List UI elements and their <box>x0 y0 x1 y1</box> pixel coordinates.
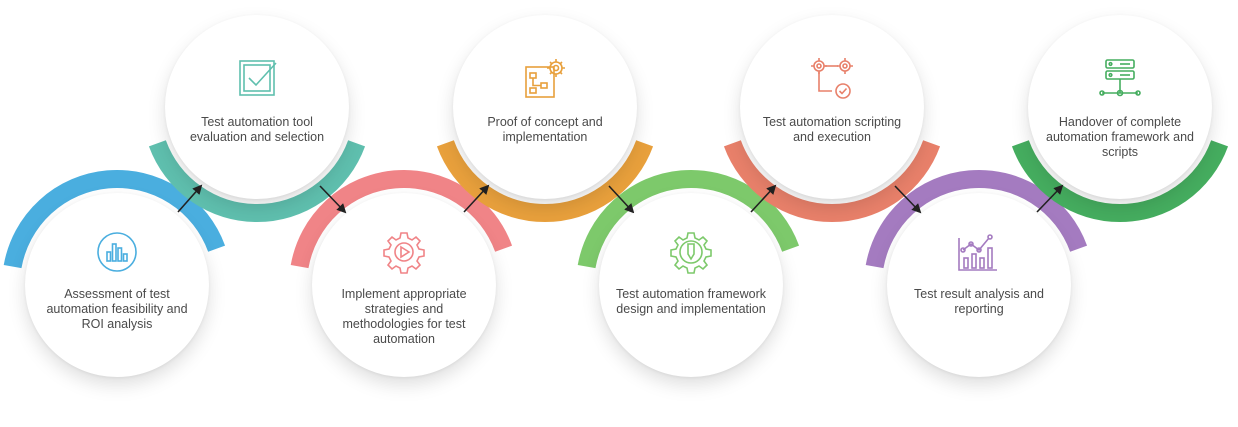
gear-play-icon <box>382 230 426 274</box>
step-3-arc <box>290 170 513 269</box>
step-8-label: Handover of complete automation framewor… <box>1046 115 1194 159</box>
connector-arrow-2 <box>319 185 347 214</box>
step-5-label: Test automation framework design and imp… <box>615 287 767 316</box>
connector-arrow-5 <box>750 184 777 213</box>
flowchart-gear-icon <box>523 57 567 101</box>
connector-arrow-1 <box>177 184 203 213</box>
step-1-arc <box>3 170 226 269</box>
step-2-arc <box>148 140 366 222</box>
checkbox-icon <box>236 57 280 101</box>
step-4-label: Proof of concept and implementation <box>487 115 603 144</box>
connector-arrow-3 <box>463 184 490 213</box>
connector-arrow-4 <box>608 185 635 214</box>
step-8-arc <box>1011 140 1229 222</box>
step-5-circle <box>599 193 783 377</box>
step-7-arc <box>865 170 1088 269</box>
gear-pencil-icon <box>669 230 713 274</box>
step-6-label: Test automation scripting and execution <box>762 115 902 144</box>
step-8-circle <box>1028 15 1212 199</box>
step-1-label: Assessment of test automation feasibilit… <box>46 287 188 331</box>
gears-check-icon <box>810 57 854 101</box>
step-3-circle <box>312 193 496 377</box>
step-6-circle <box>740 15 924 199</box>
step-4-arc <box>436 140 654 222</box>
step-2-label: Test automation tool evaluation and sele… <box>189 115 325 144</box>
step-5-arc <box>577 170 800 269</box>
step-6-arc <box>723 140 941 222</box>
step-3-label: Implement appropriate strategies and met… <box>341 287 467 346</box>
server-network-icon <box>1098 57 1142 101</box>
step-4-circle <box>453 15 637 199</box>
connector-arrow-7 <box>1036 184 1064 213</box>
trend-chart-icon <box>955 230 999 274</box>
step-2-circle <box>165 15 349 199</box>
step-7-label: Test result analysis and reporting <box>914 287 1044 316</box>
step-1-circle <box>25 193 209 377</box>
step-7-circle <box>887 193 1071 377</box>
bar-chart-icon <box>95 230 139 274</box>
connector-arrow-6 <box>894 185 922 214</box>
